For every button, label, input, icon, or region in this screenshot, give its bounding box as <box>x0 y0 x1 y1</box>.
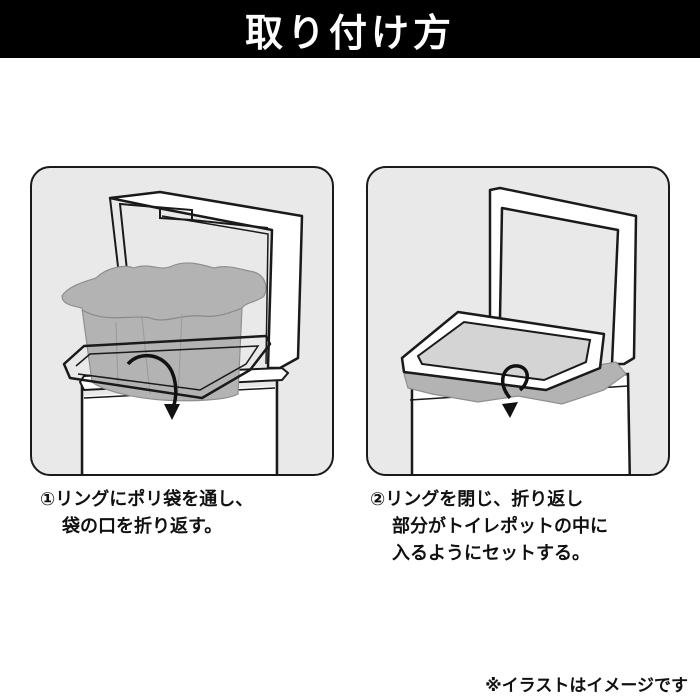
illustration-disclaimer-note: ※イラストはイメージです <box>485 676 688 696</box>
bin-ring-closed-bag-folded-illustration <box>400 186 638 474</box>
step-1-caption: ①リングにポリ袋を通し、 袋の口を折り返す。 <box>40 486 253 540</box>
illustration-panel-step-2 <box>366 166 670 476</box>
page-title: 取り付け方 <box>244 10 455 55</box>
header-bar: 取り付け方 <box>0 0 700 58</box>
step-1-line-2: 袋の口を折り返す。 <box>62 516 223 537</box>
step-2-line-1: ②リングを閉じ、折り返し <box>370 489 584 510</box>
step-2-line-3: 入るようにセットする。 <box>392 543 590 564</box>
illustration-panel-step-1 <box>30 166 334 476</box>
step-1-line-1: ①リングにポリ袋を通し、 <box>40 489 254 510</box>
step-2-line-2: 部分がトイレポットの中に <box>392 516 608 537</box>
bin-open-ring-lifted-with-bag-illustration <box>61 190 304 474</box>
step-2-caption: ②リングを閉じ、折り返し 部分がトイレポットの中に 入るようにセットする。 <box>370 486 608 567</box>
